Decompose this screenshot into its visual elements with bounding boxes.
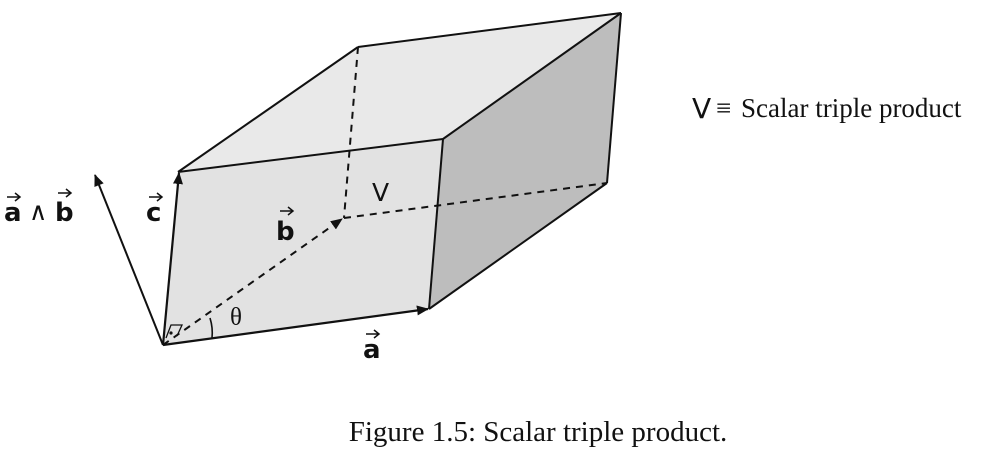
top-edge-front bbox=[177, 138, 444, 173]
right-angle-mark bbox=[165, 324, 184, 339]
vector-b-over-arrow bbox=[280, 206, 295, 216]
side-edge-bottom bbox=[428, 182, 608, 310]
right-angle-dot bbox=[169, 331, 173, 335]
hidden-edge-back-bottom bbox=[343, 182, 608, 219]
vector-a-cross-b-arrow bbox=[94, 174, 164, 346]
side-face bbox=[429, 13, 621, 309]
vector-b-label: b bbox=[276, 217, 295, 247]
angle-label: θ bbox=[230, 304, 242, 331]
vector-a-label: a bbox=[363, 335, 381, 365]
legend-equiv: ≡ bbox=[716, 93, 731, 123]
top-edge-back bbox=[357, 12, 622, 48]
vector-a-over-arrow bbox=[366, 329, 381, 339]
vector-c-label: c bbox=[146, 198, 161, 228]
vector-b-arrow bbox=[162, 218, 343, 346]
cross-a-label: a bbox=[4, 198, 22, 228]
hidden-edge-vertical bbox=[343, 46, 359, 219]
vector-c-arrow bbox=[161, 172, 183, 346]
top-face bbox=[178, 13, 621, 172]
front-face bbox=[163, 139, 443, 345]
legend-symbol: V bbox=[692, 92, 711, 125]
wedge-symbol: ∧ bbox=[29, 197, 47, 226]
angle-arc bbox=[209, 317, 214, 339]
side-edge-back bbox=[606, 12, 622, 184]
figure-caption: Figure 1.5: Scalar triple product. bbox=[349, 416, 728, 448]
top-edge-right bbox=[442, 12, 622, 140]
front-edge-right bbox=[428, 138, 444, 310]
cross-b-label: b bbox=[55, 198, 74, 228]
top-edge-left bbox=[177, 46, 359, 173]
vector-a-arrow bbox=[162, 305, 429, 347]
cross-b-over-arrow bbox=[58, 188, 73, 198]
legend-text: Scalar triple product bbox=[741, 93, 962, 123]
vector-c-over-arrow bbox=[149, 192, 164, 202]
cross-a-over-arrow bbox=[7, 192, 22, 202]
volume-label: V bbox=[372, 178, 389, 207]
